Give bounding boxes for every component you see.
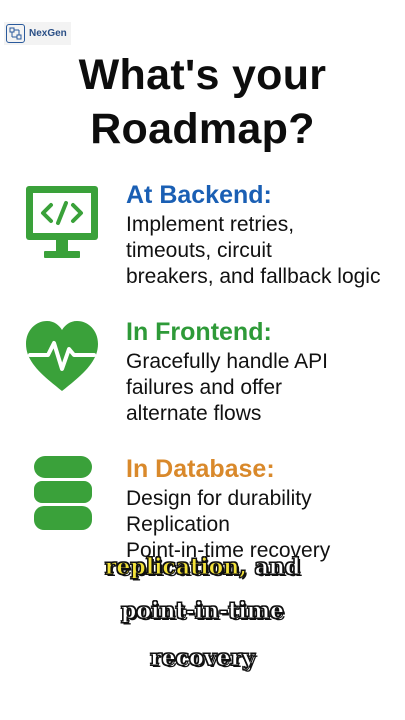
frontend-heading: In Frontend: (126, 318, 272, 346)
frontend-line-3: alternate flows (126, 402, 262, 425)
title-line-2: Roadmap? (90, 105, 315, 153)
caption-line-1-rest: and (246, 554, 301, 581)
database-section: In Database: Design for durability Repli… (22, 454, 397, 574)
database-line-2: Replication (126, 513, 230, 536)
backend-line-3: breakers, and fallback logic (126, 265, 381, 288)
frontend-line-2: failures and offer (126, 376, 283, 399)
brand-logo: NexGen (4, 22, 71, 45)
heart-pulse-icon (22, 317, 110, 407)
title-line-1: What's your (78, 51, 327, 99)
caption-highlight-word: replication, (104, 554, 247, 581)
caption-line-3-text: recovery (150, 645, 256, 672)
database-line-1: Design for durability (126, 487, 312, 510)
backend-heading: At Backend: (126, 181, 272, 209)
database-line-3: Point-in-time recovery (126, 539, 331, 562)
page-title: What's your Roadmap? (0, 48, 405, 156)
caption-line-3: recovery (0, 643, 405, 673)
brand-name: NexGen (29, 28, 67, 39)
database-heading: In Database: (126, 455, 275, 483)
backend-line-2: timeouts, circuit (126, 239, 272, 262)
frontend-line-1: Gracefully handle API (126, 350, 328, 373)
backend-section: At Backend: Implement retries, timeouts,… (22, 180, 397, 300)
caption-line-2: point-in-time (0, 596, 405, 626)
frontend-section: In Frontend: Gracefully handle API failu… (22, 317, 397, 437)
backend-line-1: Implement retries, (126, 213, 295, 236)
circuit-icon (6, 24, 25, 43)
monitor-code-icon (22, 180, 110, 270)
caption-line-2-text: point-in-time (121, 598, 285, 625)
caption-line-1: replication, and (0, 552, 405, 582)
database-icon (22, 454, 110, 544)
